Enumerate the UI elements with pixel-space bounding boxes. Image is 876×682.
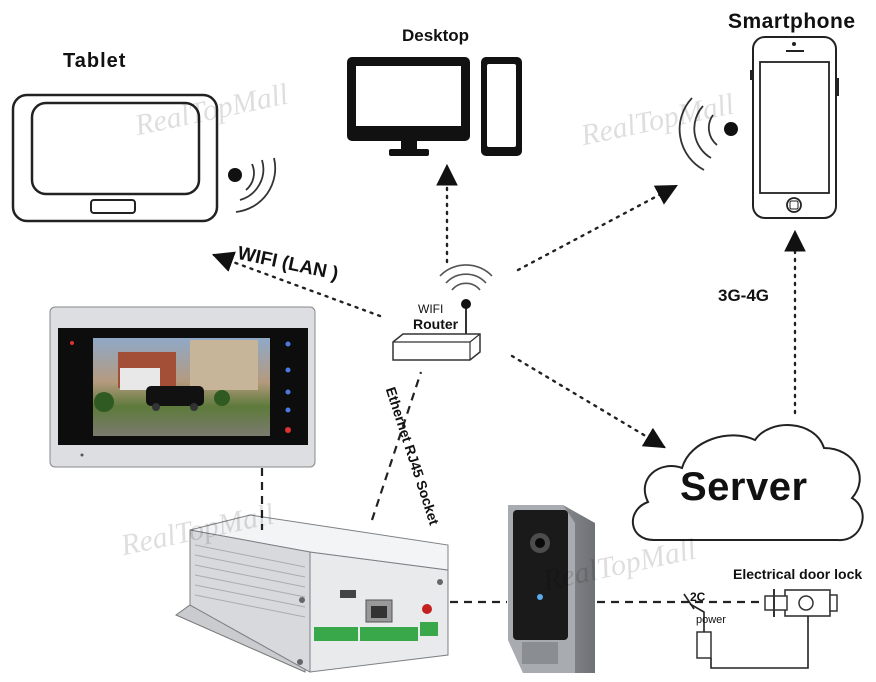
- indoor-monitor: [49, 306, 316, 468]
- router-label: Router: [413, 316, 459, 332]
- desktop-monitor: [347, 57, 470, 156]
- server-label: Server: [680, 465, 808, 509]
- mobile-network-label: 3G-4G: [718, 286, 770, 305]
- tablet-device: [11, 93, 219, 223]
- electrical-door-lock: [764, 589, 838, 617]
- router-wifi-label: WIFI: [418, 302, 444, 316]
- power-supply: [696, 631, 712, 659]
- door-lock-label: Electrical door lock: [733, 566, 863, 582]
- smartphone-label: Smartphone: [728, 10, 856, 33]
- smartphone-device: [750, 36, 839, 219]
- control-box: [174, 514, 449, 673]
- outdoor-station: [508, 505, 595, 673]
- power-wiring: [683, 593, 809, 669]
- wifi-router: [392, 264, 493, 361]
- server-cloud: [631, 424, 864, 542]
- wired-connections: [260, 371, 765, 604]
- power-label: power: [696, 614, 726, 626]
- tablet-signal-icon: [228, 157, 277, 213]
- smartphone-signal-icon: [678, 97, 738, 171]
- desktop-tower: [481, 57, 522, 156]
- tablet-label: Tablet: [63, 50, 127, 72]
- dotted-connections: [211, 163, 806, 449]
- desktop-label: Desktop: [402, 26, 470, 45]
- two-c-label: 2C: [690, 590, 706, 604]
